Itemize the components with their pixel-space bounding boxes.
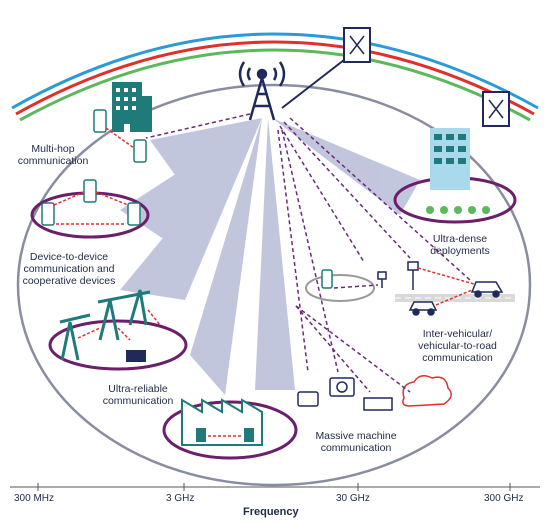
- building-icon: [112, 82, 152, 132]
- road-sensor-icon: [377, 261, 419, 290]
- dense-building-icon: [426, 128, 490, 214]
- solar-panel-icon: [126, 350, 146, 362]
- freq-tick-300mhz: 300 MHz: [14, 493, 55, 504]
- freq-tick-3ghz: 3 GHz: [166, 493, 195, 504]
- reliable-arrows: [77, 309, 161, 341]
- multi-hop-phones: [93, 109, 147, 163]
- freq-tick-30ghz: 30 GHz: [336, 493, 370, 504]
- relay-box-right-icon: [482, 91, 510, 127]
- arc-green: [19, 48, 531, 122]
- bs-arrows: [145, 113, 471, 393]
- relay-box-top-icon: [281, 27, 371, 109]
- vehicular-arrows: [417, 267, 475, 306]
- frequency-axis: [10, 483, 540, 491]
- frequency-axis-title: Frequency: [243, 506, 299, 518]
- ultra-reliable-ellipse: [48, 319, 188, 371]
- freq-tick-300ghz: 300 GHz: [484, 493, 524, 504]
- arc-red: [15, 40, 535, 116]
- power-tower-icon: [59, 289, 151, 361]
- d2d-arrows: [53, 191, 129, 225]
- multi-hop-arrows: [105, 127, 135, 149]
- d2d-phones: [41, 179, 141, 226]
- base-station-icon: [238, 61, 286, 121]
- arc-blue: [11, 32, 539, 110]
- machine-devices: [297, 375, 452, 411]
- spectrum-arcs: [11, 32, 539, 122]
- car-icon: [408, 281, 504, 316]
- factory-ellipse: [162, 400, 298, 460]
- sensor-ellipse: [305, 274, 375, 302]
- beams: [120, 118, 420, 395]
- sensor-phone: [321, 269, 333, 289]
- factory-icon: [181, 398, 263, 446]
- road: [395, 294, 515, 302]
